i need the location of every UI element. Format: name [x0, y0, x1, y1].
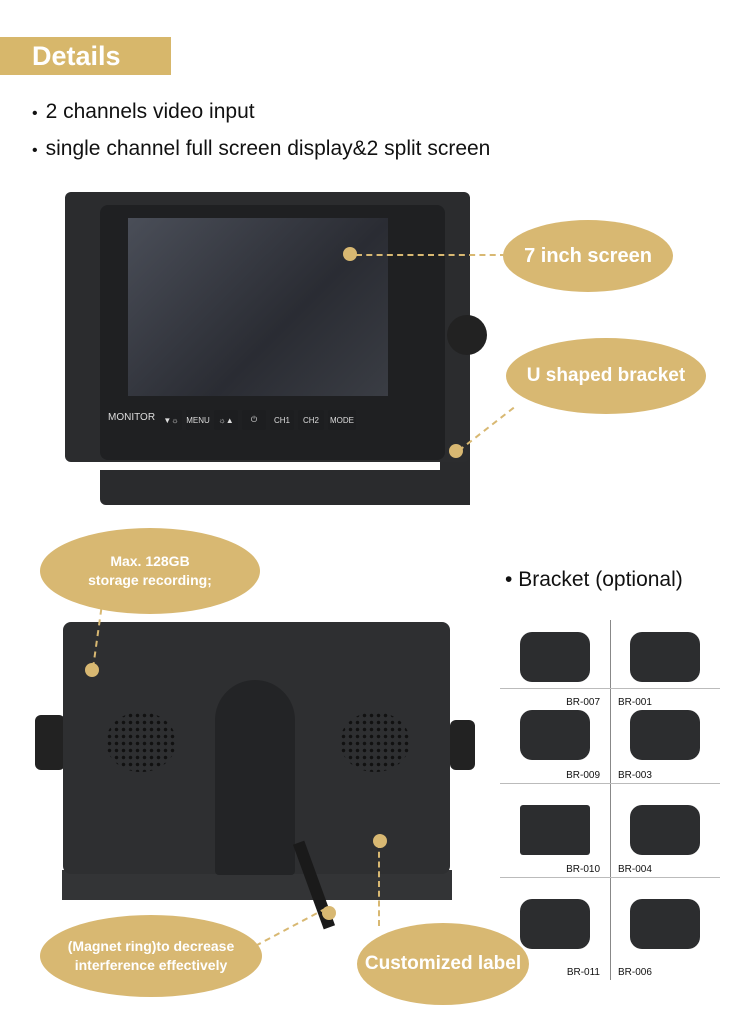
- brand-label: MONITOR: [108, 412, 156, 423]
- feature-bullet: 2 channels video input: [32, 100, 255, 124]
- bracket-item: BR-004: [610, 785, 720, 877]
- bracket-grid: BR-007 BR-001 BR-009 BR-003 BR-010 BR-00…: [500, 620, 720, 980]
- callout-screen: 7 inch screen: [503, 220, 673, 292]
- callout-text: interference effectively: [74, 957, 228, 973]
- ch1-button: CH1: [270, 410, 294, 430]
- bracket-item: BR-006: [610, 879, 720, 980]
- speaker-grille: [106, 712, 176, 772]
- bracket-knob: [35, 715, 65, 770]
- callout-dot: [85, 663, 99, 677]
- power-button: ⏻: [242, 410, 266, 430]
- callout-line: [356, 254, 506, 256]
- brackets-title: • Bracket (optional): [505, 568, 683, 591]
- speaker-grille: [340, 712, 410, 772]
- bracket-item: BR-007: [500, 620, 610, 710]
- callout-label: Customized label: [357, 923, 529, 1005]
- mount-plate: [215, 680, 295, 875]
- callout-text: (Magnet ring)to decrease: [67, 938, 235, 955]
- callout-dot: [449, 444, 463, 458]
- u-bracket: [100, 470, 470, 505]
- down-brightness-button: ▼☼: [160, 410, 182, 430]
- bracket-item: BR-001: [610, 620, 720, 710]
- bracket-knob: [447, 315, 487, 355]
- mode-button: MODE: [328, 410, 356, 430]
- callout-line: [255, 907, 327, 947]
- u-bracket: [62, 870, 452, 900]
- callout-text: Max. 128GB: [110, 553, 190, 570]
- bracket-item: BR-010: [500, 785, 610, 877]
- up-brightness-button: ☼▲: [214, 410, 238, 430]
- menu-button: MENU: [186, 410, 210, 430]
- section-title: Details: [0, 37, 171, 75]
- callout-dot: [322, 906, 336, 920]
- screen: [128, 218, 388, 396]
- callout-storage: Max. 128GB storage recording;: [40, 528, 260, 614]
- callout-text: storage recording;: [88, 572, 212, 588]
- ch2-button: CH2: [298, 410, 324, 430]
- feature-bullet: single channel full screen display&2 spl…: [32, 137, 491, 161]
- bracket-item: BR-009: [500, 690, 610, 783]
- callout-dot: [343, 247, 357, 261]
- callout-magnet: (Magnet ring)to decrease interference ef…: [40, 915, 262, 997]
- bracket-item: BR-011: [500, 879, 610, 980]
- bracket-knob: [450, 720, 475, 770]
- callout-line: [378, 842, 380, 926]
- callout-bracket: U shaped bracket: [506, 338, 706, 414]
- callout-dot: [373, 834, 387, 848]
- brackets-title-text: Bracket (optional): [518, 568, 683, 591]
- bracket-item: BR-003: [610, 690, 720, 783]
